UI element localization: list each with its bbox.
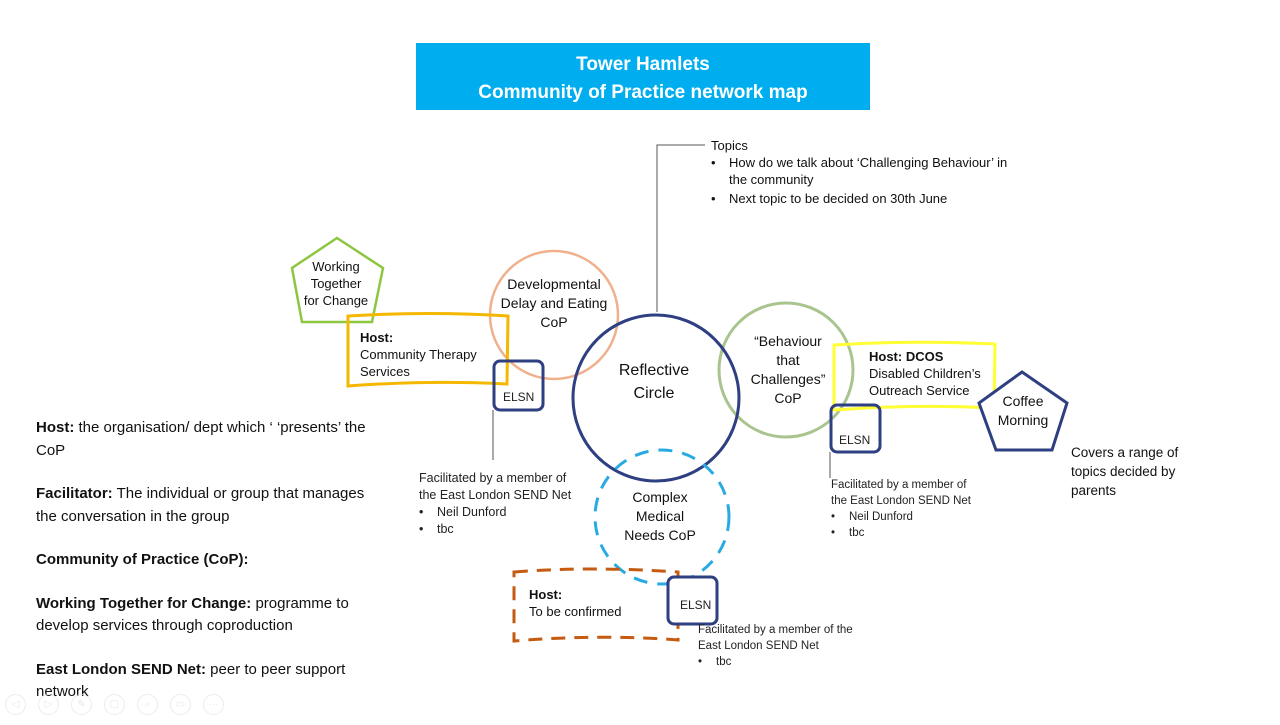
legend-facilitator: Facilitator: The individual or group tha… (36, 485, 365, 525)
elsn-box-right (829, 403, 882, 454)
slide-title: Tower Hamlets Community of Practice netw… (416, 43, 870, 110)
pen-icon[interactable]: ✎ (71, 694, 92, 715)
behaviour-circle (717, 301, 855, 439)
elsn-box-left (492, 359, 545, 412)
reflective-circle (571, 313, 741, 483)
community-host-box (346, 312, 510, 388)
working-together-label: Working Together for Change (303, 259, 369, 308)
topic-item: Next topic to be decided on 30th June (711, 190, 1011, 207)
more-icon[interactable]: ··· (203, 694, 224, 715)
legend-wtfc: Working Together for Change: programme t… (36, 594, 349, 635)
legend-elsn: East London SEND Net: peer to peer suppo… (36, 660, 346, 701)
elsn-label: ELSN (680, 598, 712, 612)
bottom-facilitation-note: Facilitated by a member of the East Lond… (698, 622, 868, 670)
legend: Host: the organisation/ dept which ‘ ‘pr… (36, 417, 371, 725)
elsn-label: ELSN (839, 433, 871, 447)
working-together-pentagon (290, 236, 385, 324)
next-icon[interactable]: ▷ (38, 694, 59, 715)
right-facilitation-note: Facilitated by a member of the East Lond… (831, 477, 981, 541)
dcos-host-text: Host: DCOS Disabled Children’s Outreach … (869, 349, 981, 398)
elsn-label: ELSN (503, 390, 535, 404)
complex-medical-label: Complex Medical Needs CoP (624, 489, 696, 543)
legend-host: Host: the organisation/ dept which ‘ ‘pr… (36, 419, 366, 459)
left-facilitation-note: Facilitated by a member of the East Lond… (419, 470, 587, 538)
dev-delay-label: Developmental Delay and Eating CoP (500, 276, 608, 330)
reflective-circle-label: Reflective Circle (618, 362, 690, 402)
legend-cop: Community of Practice (CoP): (36, 551, 249, 568)
subtitles-icon[interactable]: ▭ (170, 694, 191, 715)
coffee-morning-label: Coffee Morning (997, 393, 1049, 428)
topics-connector (656, 144, 705, 312)
topics-callout: Topics How do we talk about ‘Challenging… (711, 137, 1011, 207)
slides-icon[interactable]: ▢ (104, 694, 125, 715)
previous-icon[interactable]: ◁ (5, 694, 26, 715)
tbc-host-box (512, 567, 680, 643)
complex-medical-circle (593, 448, 731, 586)
zoom-icon[interactable]: ⌕ (137, 694, 158, 715)
elsn-box-bottom (666, 575, 719, 626)
coffee-morning-note: Covers a range of topics decided by pare… (1071, 445, 1179, 498)
coffee-pentagon (977, 370, 1069, 452)
topic-item: How do we talk about ‘Challenging Behavi… (711, 154, 1011, 188)
community-host-text: Host: Community Therapy Services (360, 330, 477, 379)
behaviour-label: “Behaviour that Challenges” CoP (750, 333, 826, 406)
slideshow-controls: ◁ ▷ ✎ ▢ ⌕ ▭ ··· (5, 694, 236, 715)
tbc-host-text: Host: To be confirmed (529, 587, 622, 619)
